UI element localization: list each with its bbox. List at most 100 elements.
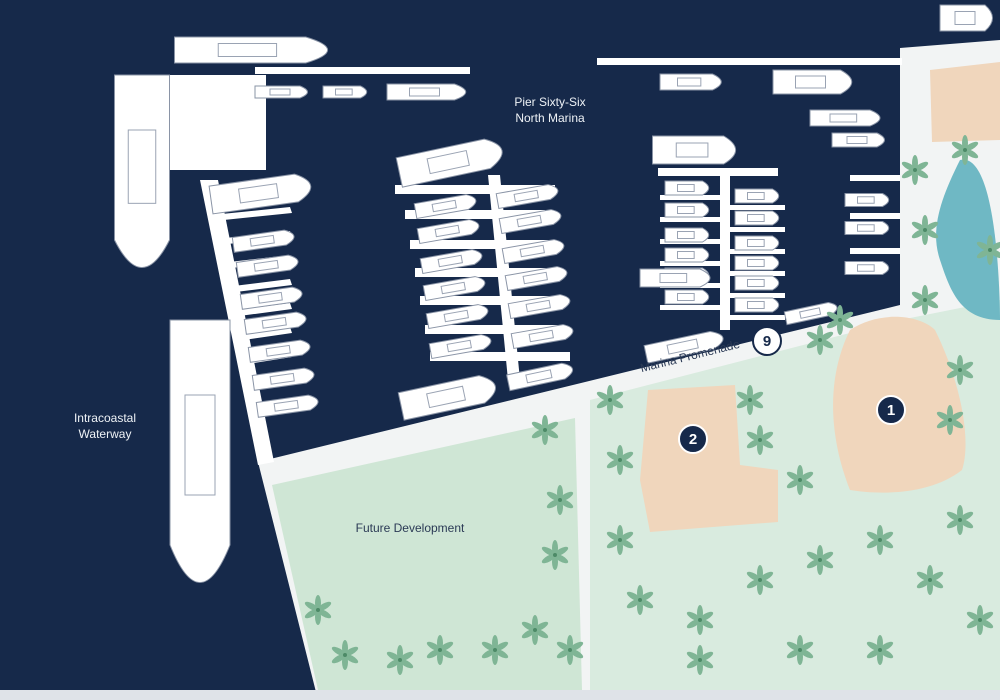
palm-tree-icon (866, 635, 894, 665)
marker-9[interactable]: 9 (752, 326, 782, 356)
boat (501, 239, 565, 265)
pier (410, 240, 550, 249)
finger-pier (730, 271, 785, 276)
boat (664, 227, 710, 243)
palm-tree-icon (806, 545, 834, 575)
boat (397, 375, 496, 421)
docks (158, 58, 902, 465)
palm-tree-icon (911, 215, 939, 245)
boat (844, 221, 890, 235)
finger-pier (660, 261, 720, 266)
boat (413, 194, 477, 220)
boat (659, 73, 722, 91)
pier (395, 185, 555, 194)
boat (844, 193, 890, 207)
marker-1[interactable]: 1 (876, 395, 906, 425)
center-pier (488, 175, 520, 380)
palm-tree-icon (386, 645, 414, 675)
palm-tree-icon (966, 605, 994, 635)
palm-tree-icon (946, 355, 974, 385)
boat (844, 261, 890, 275)
palm-tree-icon (541, 540, 569, 570)
boat (251, 367, 315, 391)
boat (734, 297, 780, 313)
palm-tree-icon (786, 465, 814, 495)
palm-tree-icon (866, 525, 894, 555)
palm-tree-icon (951, 135, 979, 165)
boat (664, 247, 710, 263)
pier (425, 325, 565, 334)
boat (939, 4, 993, 32)
finger-pier (730, 293, 785, 298)
boat (734, 275, 780, 291)
boat (247, 339, 311, 363)
finger-pier (225, 279, 292, 293)
bottom-strip (0, 690, 1000, 700)
boat (664, 180, 710, 196)
future-development-label: Future Development (355, 521, 465, 535)
finger-pier (730, 205, 785, 210)
main-pier (200, 180, 274, 465)
east-pier (720, 170, 730, 330)
palm-tree-icon (686, 645, 714, 675)
boat (235, 254, 299, 278)
boat (254, 85, 308, 99)
boat (510, 324, 574, 350)
future-development-area[interactable] (272, 418, 582, 690)
boat (506, 362, 574, 392)
boat (174, 36, 328, 64)
boat (664, 289, 710, 305)
waterway-label: Intracoastal Waterway (73, 411, 137, 441)
palm-tree-icon (686, 605, 714, 635)
boat (498, 209, 562, 235)
pier (658, 168, 778, 176)
boat (652, 135, 737, 165)
pier (420, 296, 560, 305)
boat (416, 219, 480, 245)
palm-tree-icon (746, 425, 774, 455)
boat (664, 202, 710, 218)
palm-tree-icon (331, 640, 359, 670)
finger-pier (660, 195, 720, 200)
palm-tree-icon (746, 565, 774, 595)
finger-pier (730, 315, 785, 320)
boat (395, 138, 503, 188)
palm-tree-icon (916, 565, 944, 595)
boat (422, 276, 486, 302)
finger-pier (660, 305, 720, 310)
boat (831, 132, 885, 148)
palm-tree-icon (556, 635, 584, 665)
palm-tree-icon (946, 505, 974, 535)
finger-pier (212, 207, 292, 221)
building-2-shape[interactable] (640, 385, 778, 532)
pier (850, 213, 900, 219)
finger-pier (730, 249, 785, 254)
pier (850, 248, 900, 254)
palm-tree-icon (901, 155, 929, 185)
palm-tree-icon (521, 615, 549, 645)
boat (419, 249, 483, 275)
pier (850, 175, 900, 181)
palm-tree-icon (481, 635, 509, 665)
palm-tree-icon (426, 635, 454, 665)
palm-tree-icon (826, 305, 854, 335)
boat (239, 286, 303, 310)
boat (507, 294, 571, 320)
boat (208, 173, 312, 215)
boat (169, 319, 231, 583)
north-marina-label: Pier Sixty-Six North Marina (514, 95, 586, 125)
boat (734, 235, 780, 251)
boat (322, 85, 368, 99)
pier (415, 268, 555, 277)
palm-tree-icon (911, 285, 939, 315)
boat (772, 69, 853, 95)
palm-tree-icon (304, 595, 332, 625)
palm-tree-icon (546, 485, 574, 515)
boat (734, 188, 780, 204)
finger-pier (660, 217, 720, 222)
marker-2[interactable]: 2 (678, 424, 708, 454)
palm-tree-icon (626, 585, 654, 615)
pier (255, 67, 470, 74)
finger-pier (234, 327, 292, 341)
